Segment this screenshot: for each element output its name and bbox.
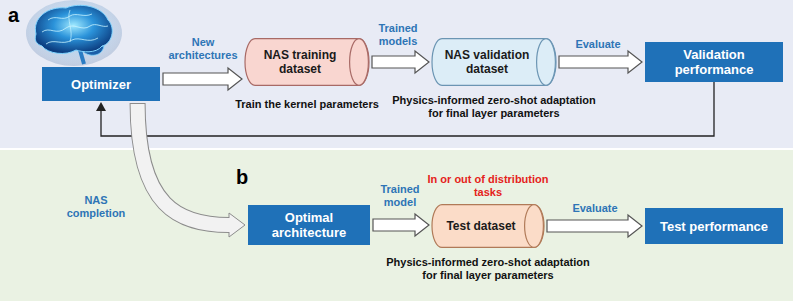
cylinder-body xyxy=(432,39,556,86)
connector xyxy=(547,215,642,237)
dataset-cylinder: Test datasetIn or out of distribution ta… xyxy=(432,204,544,248)
edge-label: Trained model xyxy=(372,183,428,209)
cylinder-face xyxy=(525,205,544,248)
curved-arrow-fill xyxy=(138,104,231,225)
edge-label-area: Trained models xyxy=(367,22,429,49)
process-box: Optimizer xyxy=(42,67,160,101)
panel-band: bOptimal architectureTest datasetIn or o… xyxy=(0,150,793,301)
brain-illustration xyxy=(26,0,122,66)
connector xyxy=(372,51,429,73)
edge-label: New architectures xyxy=(159,36,247,62)
cylinder-body xyxy=(245,39,369,86)
panel-rect xyxy=(0,150,793,301)
box-label: Test performance xyxy=(660,219,768,234)
block-arrow xyxy=(559,51,642,73)
dataset-cylinder: NAS training datasetTrain the kernel par… xyxy=(245,38,369,86)
cylinder-label-area: NAS validation dataset xyxy=(432,38,556,86)
box-label: Validation performance xyxy=(651,47,777,77)
edge-label: NAS completion xyxy=(59,194,133,220)
caption-text: Train the kernel parameters xyxy=(235,98,379,111)
caption-text-area: Physics-informed zero-shot adaptation fo… xyxy=(385,256,591,283)
box-label: Optimizer xyxy=(71,77,131,92)
edge-label: Evaluate xyxy=(572,202,617,215)
process-box: Test performance xyxy=(645,208,783,244)
block-arrow xyxy=(163,68,242,90)
edge-label-area: Trained model xyxy=(372,183,428,210)
cylinder-face xyxy=(350,39,369,86)
brain-fold xyxy=(48,14,92,20)
connector xyxy=(163,68,242,90)
cylinder-label: NAS validation dataset xyxy=(440,48,534,76)
caption-text-area: Train the kernel parameters xyxy=(224,94,390,112)
dataset-cylinder: NAS validation datasetPhysics-informed z… xyxy=(432,38,556,86)
cylinder-label: Test dataset xyxy=(446,219,515,233)
brain-fold xyxy=(42,25,108,32)
curved-arrow-head xyxy=(229,213,245,237)
panel-letter: b xyxy=(236,165,248,189)
brain-fold xyxy=(69,10,71,42)
caption-text-area: Physics-informed zero-shot adaptation fo… xyxy=(391,94,597,121)
process-box: Optimal architecture xyxy=(248,205,370,245)
caption-text: Physics-informed zero-shot adaptation fo… xyxy=(391,94,597,120)
cylinder-face xyxy=(537,39,556,86)
block-arrow xyxy=(372,51,429,73)
edge-label: Trained models xyxy=(367,22,429,48)
edge-label-area: Evaluate xyxy=(563,34,633,52)
box-label: Optimal architecture xyxy=(254,210,364,240)
process-box: Validation performance xyxy=(645,42,783,82)
block-arrow xyxy=(547,215,642,237)
brain-cortex xyxy=(35,5,112,53)
edge-label-area: NAS completion xyxy=(59,194,133,221)
connector xyxy=(138,103,245,237)
cylinder-body xyxy=(432,205,544,248)
caption-text: Physics-informed zero-shot adaptation fo… xyxy=(385,256,591,282)
note-text: In or out of distribution tasks xyxy=(423,173,553,199)
brain-glow xyxy=(26,0,122,66)
connector xyxy=(559,51,642,73)
brain-glow xyxy=(26,0,122,66)
feedback-line xyxy=(101,82,714,136)
arrowhead xyxy=(96,102,106,111)
brain-fold xyxy=(46,38,98,44)
edge-label: Evaluate xyxy=(575,38,620,51)
edge-label-area: Evaluate xyxy=(560,198,630,216)
edge-label-area: New architectures xyxy=(159,36,247,63)
cylinder-label-area: Test dataset xyxy=(432,204,544,248)
panel-letter: a xyxy=(8,3,19,27)
panel-rect xyxy=(0,0,793,148)
connector xyxy=(373,214,429,236)
note-text-area: In or out of distribution tasks xyxy=(423,173,553,200)
cylinder-label-area: NAS training dataset xyxy=(245,38,369,86)
cylinder-label: NAS training dataset xyxy=(253,48,347,76)
connector xyxy=(96,82,714,136)
block-arrow xyxy=(373,214,429,236)
